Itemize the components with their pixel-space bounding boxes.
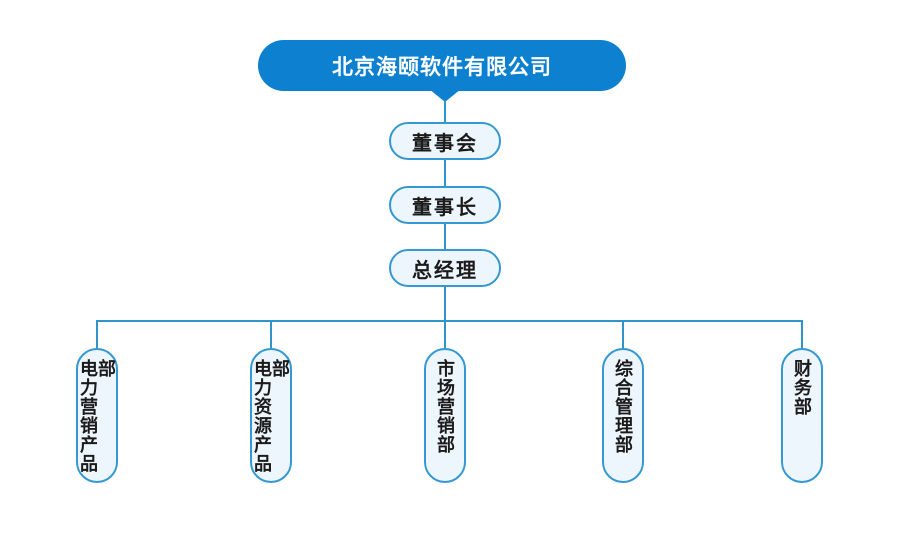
node-label: 董事长 <box>412 196 478 219</box>
connector-gm-to-branch <box>444 287 446 321</box>
company-root-node: 北京海颐软件有限公司 <box>258 40 626 91</box>
node-label: 总经理 <box>412 259 478 282</box>
node-chairman: 董事长 <box>389 186 501 224</box>
dept-node-power-resource-products: 电力资源产品部 <box>250 348 292 483</box>
connector-drop-power-marketing <box>96 321 98 348</box>
connector-root-to-board <box>444 100 446 122</box>
connector-chairman-to-gm <box>444 224 446 249</box>
connector-board-to-chairman <box>444 160 446 186</box>
dept-node-power-marketing-products: 电力营销产品部 <box>76 348 118 483</box>
dept-node-marketing: 市场营销部 <box>424 348 466 483</box>
dept-label: 市场营销部 <box>435 359 455 454</box>
connector-drop-general-admin <box>622 321 624 348</box>
dept-node-finance: 财务部 <box>781 348 823 483</box>
connector-drop-finance <box>801 321 803 348</box>
dept-label: 财务部 <box>792 359 812 416</box>
root-pointer-triangle <box>429 89 461 102</box>
connector-drop-market-sales <box>444 321 446 348</box>
connector-branch-horizontal <box>96 320 803 322</box>
node-general-manager: 总经理 <box>389 249 501 287</box>
node-label: 董事会 <box>412 132 478 155</box>
dept-label: 电力营销产品部 <box>78 359 116 473</box>
company-name: 北京海颐软件有限公司 <box>332 55 552 79</box>
dept-node-general-administration: 综合管理部 <box>602 348 644 483</box>
node-board-of-directors: 董事会 <box>389 122 501 160</box>
dept-label: 综合管理部 <box>613 359 633 454</box>
connector-drop-power-resource <box>270 321 272 348</box>
dept-label: 电力资源产品部 <box>252 359 290 473</box>
